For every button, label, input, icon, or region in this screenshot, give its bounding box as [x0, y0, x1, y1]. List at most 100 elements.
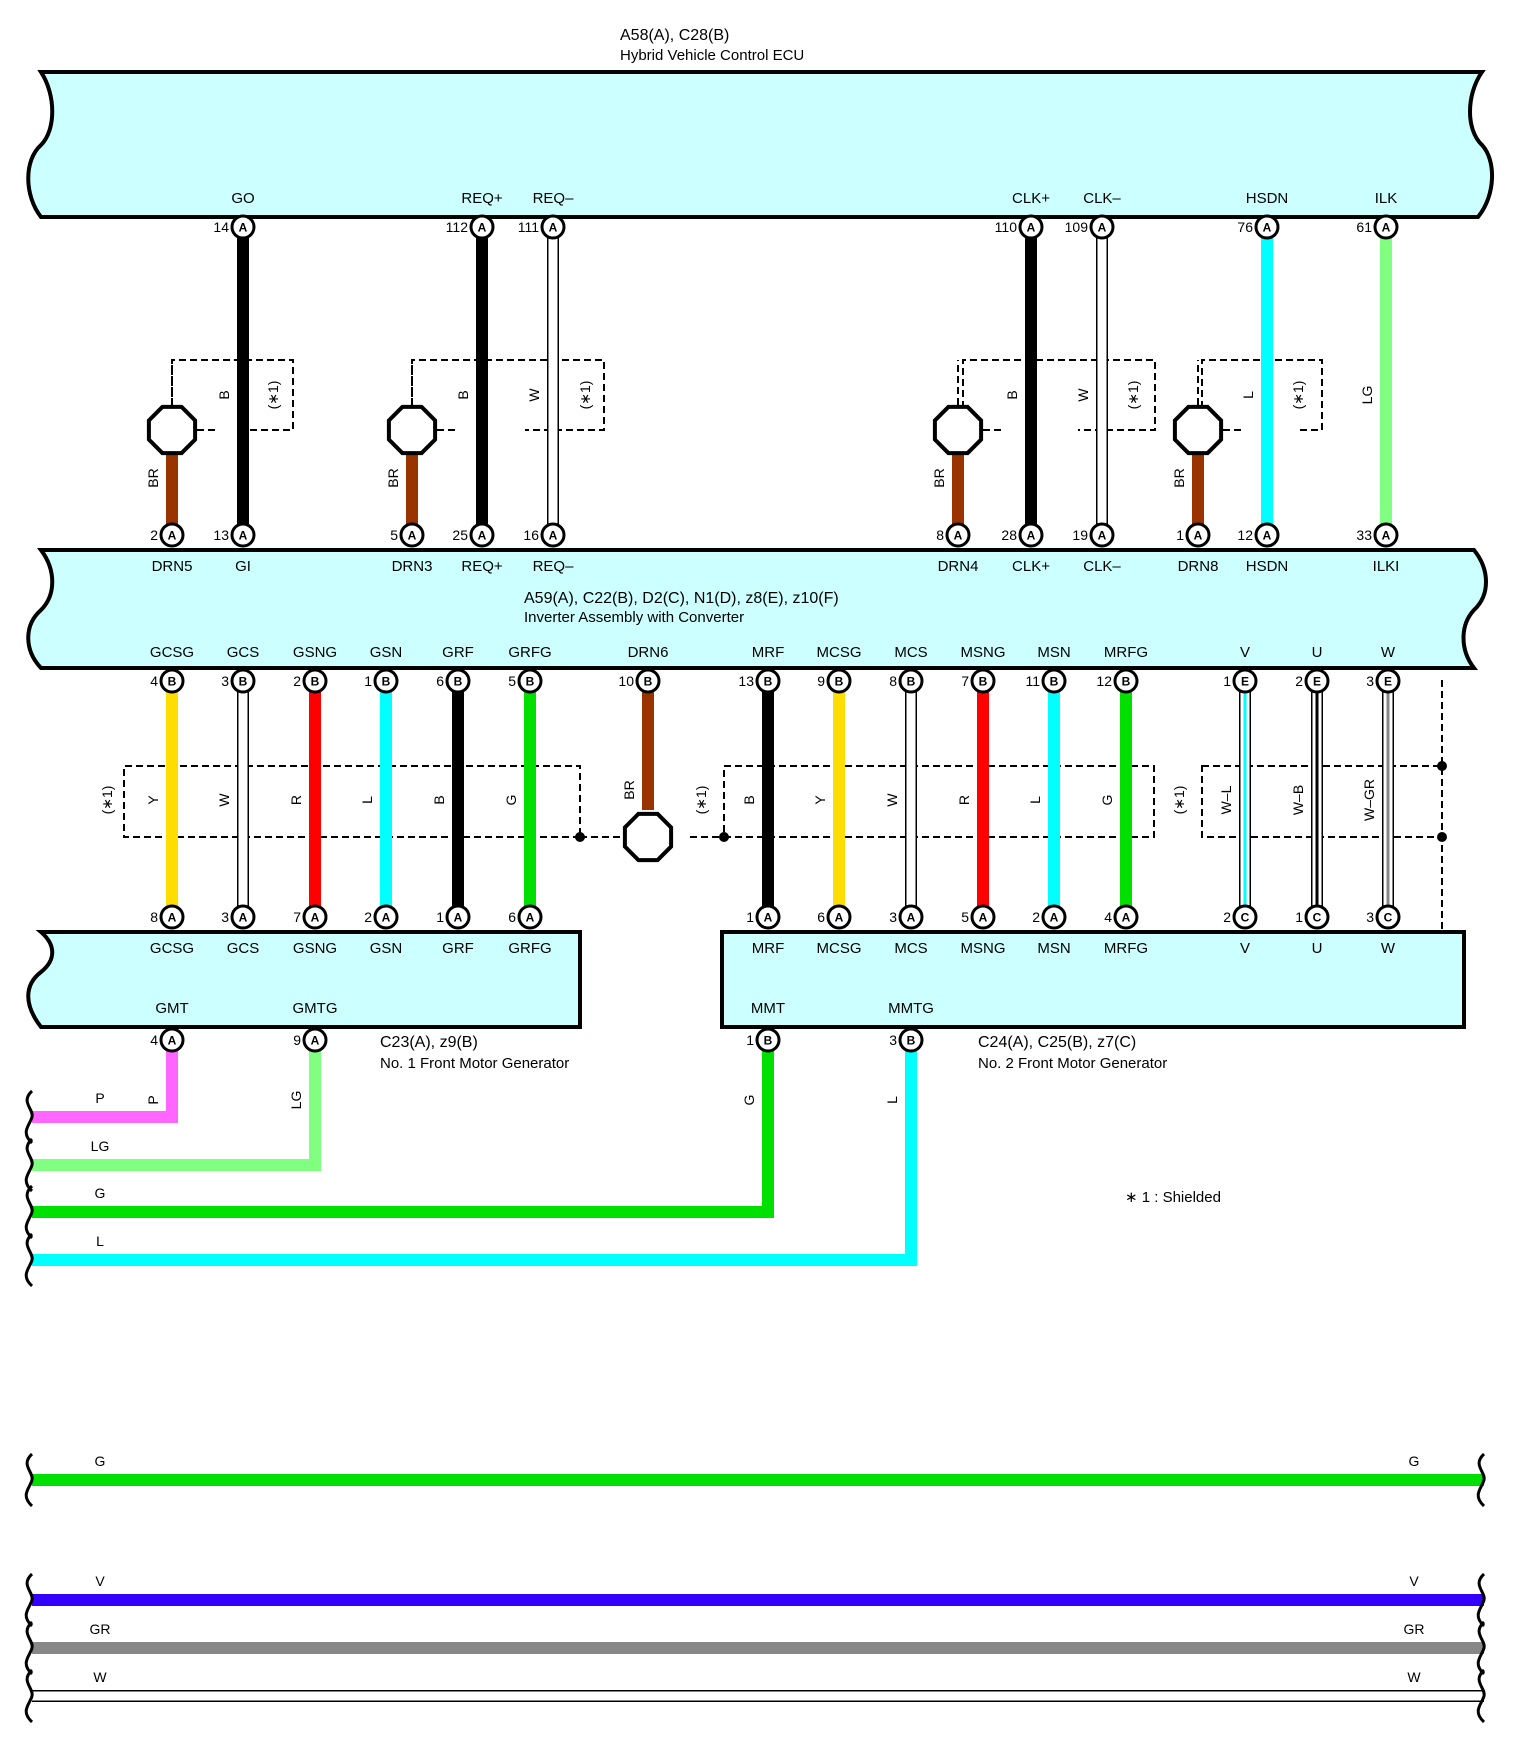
ecu-name: Hybrid Vehicle Control ECU: [620, 47, 804, 64]
connector-letter: A: [408, 529, 417, 543]
inverter-terminal-name: DRN3: [392, 558, 433, 575]
mg2-terminal-name: MSN: [1037, 940, 1070, 957]
ecu-terminal: A61: [1356, 214, 1399, 240]
shield-tag: (∗1): [1171, 786, 1187, 815]
mg1-terminal-name: GRFG: [508, 940, 551, 957]
pin-number: 13: [738, 673, 754, 689]
mg2-terminal: A5: [961, 904, 996, 930]
wire-color-label: R: [288, 795, 304, 805]
inverter-terminal: A33: [1356, 522, 1399, 548]
connector-letter: E: [1384, 675, 1392, 689]
wire-color-label: W: [216, 793, 232, 807]
connector-letter: A: [454, 911, 463, 925]
inverter-terminal: B11: [1025, 668, 1067, 694]
ecu-body: [26, 70, 1494, 219]
wire-break-mark: [24, 1184, 34, 1240]
inverter-terminal-name: W: [1381, 644, 1396, 661]
connector-letter: A: [382, 911, 391, 925]
mg1-terminal: A8: [150, 904, 185, 930]
pin-number: 5: [508, 673, 516, 689]
mg2-terminal: A3: [889, 904, 924, 930]
inverter-terminal-name: MRFG: [1104, 644, 1148, 661]
inverter-terminal: B7: [961, 668, 996, 694]
mg2-terminal-name: W: [1381, 940, 1396, 957]
ecu-terminal-name: REQ+: [461, 190, 503, 207]
inverter-terminal: B6: [436, 668, 471, 694]
inverter-terminal: B10: [618, 668, 661, 694]
pin-number: 5: [390, 527, 398, 543]
wire-break-mark: [24, 1668, 34, 1724]
terminal-group: GOA14REQ+A112REQ–A111CLK+A110CLK–A109HSD…: [150, 190, 1401, 1053]
wire-color-label: Y: [145, 795, 161, 805]
shield-tag: (∗1): [693, 786, 709, 815]
pin-number: 8: [936, 527, 944, 543]
inverter-terminal-name: U: [1312, 644, 1323, 661]
mg2-terminal: A6: [817, 904, 852, 930]
connector-letter: B: [979, 675, 988, 689]
mg2-name: No. 2 Front Motor Generator: [978, 1055, 1167, 1072]
pin-number: 7: [293, 909, 301, 925]
inverter-code: A59(A), C22(B), D2(C), N1(D), z8(E), z10…: [524, 590, 839, 607]
wire-color-label: L: [359, 796, 375, 804]
mg2-terminal-name: MSNG: [961, 940, 1006, 957]
pin-number: 6: [508, 909, 516, 925]
wire-color-label: B: [1004, 390, 1020, 399]
mg1-terminal: A6: [508, 904, 543, 930]
wire-color-label: G: [503, 795, 519, 806]
wire-color-label: B: [455, 390, 471, 399]
wire-break-mark: [1476, 1572, 1486, 1628]
mg1-terminal: A7: [293, 904, 328, 930]
wire-color-label: P: [145, 1095, 161, 1104]
bus-label-right: V: [1409, 1573, 1419, 1589]
wire-color-label: L: [96, 1233, 104, 1249]
ecu-terminal-name: REQ–: [533, 190, 575, 207]
mg2-terminal: B3: [889, 1027, 924, 1053]
inverter-terminal-name: DRN8: [1178, 558, 1219, 575]
connector-letter: B: [764, 675, 773, 689]
wire-color-label: LG: [1359, 386, 1375, 405]
mg2-terminal-name: V: [1240, 940, 1250, 957]
wire-color-label: LG: [91, 1138, 110, 1154]
wire-color-label: W: [884, 793, 900, 807]
mg1-terminal: A1: [436, 904, 471, 930]
wire-break-mark: [1476, 1620, 1486, 1676]
connector-letter: A: [979, 911, 988, 925]
mg2-terminal: C2: [1223, 904, 1258, 930]
inverter-terminal: B5: [508, 668, 543, 694]
pin-number: 14: [213, 219, 229, 235]
connector-letter: B: [644, 675, 653, 689]
shield-tag: (∗1): [265, 381, 281, 410]
mg1-terminal-name: GCS: [227, 940, 260, 957]
mg2-terminal: A2: [1032, 904, 1067, 930]
connector-letter: E: [1313, 675, 1321, 689]
wire-color-label: P: [95, 1090, 104, 1106]
mg1-terminal-name: GSN: [370, 940, 403, 957]
shield-tag: (∗1): [577, 381, 593, 410]
pin-number: 25: [452, 527, 468, 543]
inverter-terminal-name: ILKI: [1373, 558, 1400, 575]
ecu-terminal-name: CLK–: [1083, 190, 1121, 207]
mg1-code: C23(A), z9(B): [380, 1034, 478, 1051]
ground-octagon: [932, 404, 984, 456]
ground-octagon: [622, 811, 674, 863]
wire-color-label: BR: [621, 780, 637, 799]
wire-color-label: W–B: [1290, 785, 1306, 815]
mg1-terminal-name: GMTG: [293, 1000, 338, 1017]
pin-number: 1: [436, 909, 444, 925]
wire-color-label: W: [526, 388, 542, 402]
pin-number: 3: [221, 673, 229, 689]
inverter-name: Inverter Assembly with Converter: [524, 609, 744, 626]
connector-letter: C: [1313, 911, 1322, 925]
pin-number: 1: [1176, 527, 1184, 543]
pin-number: 8: [889, 673, 897, 689]
pin-number: 2: [1223, 909, 1231, 925]
connector-letter: A: [549, 221, 558, 235]
connector-letter: B: [1122, 675, 1131, 689]
connector-letter: A: [1263, 529, 1272, 543]
wire-break-mark: [1476, 1668, 1486, 1724]
wire-color-label: L: [884, 1096, 900, 1104]
pin-number: 33: [1356, 527, 1372, 543]
